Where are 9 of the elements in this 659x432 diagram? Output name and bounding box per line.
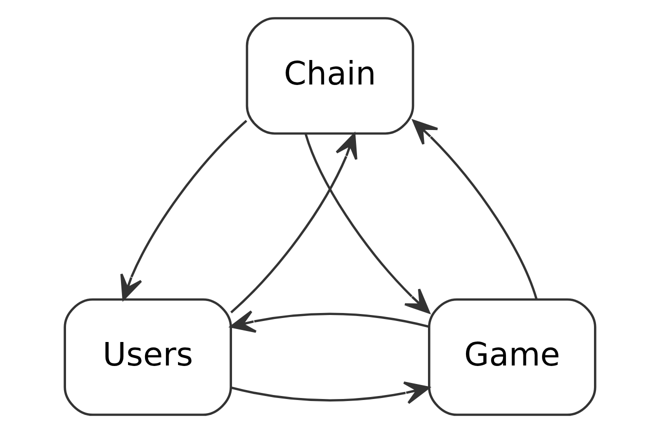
arrow (230, 132, 357, 313)
arrow (120, 119, 247, 300)
node-box: Chain (245, 16, 414, 134)
arrow (229, 310, 428, 332)
arrow (304, 133, 430, 314)
node-box: Game (427, 298, 596, 416)
arrow (412, 119, 538, 300)
node-box: Users (63, 298, 232, 416)
arrow (230, 381, 430, 404)
